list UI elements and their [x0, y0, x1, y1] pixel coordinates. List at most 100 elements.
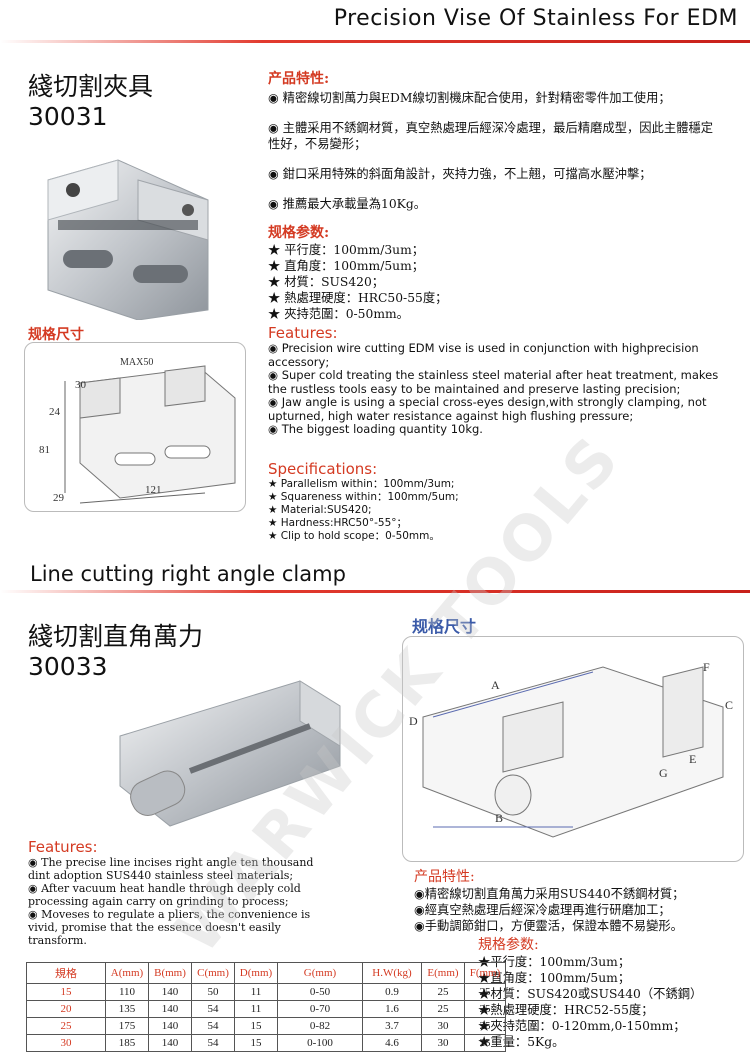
spec-en-2: ★ Squareness within：100mm/5um;: [268, 491, 459, 503]
p2-spec-cn-4: ★熱處理硬度：HRC52-55度；: [478, 1003, 654, 1017]
table-row: 30 185 140 54 15 0-100 4.6 30 25: [26, 1034, 506, 1052]
table-cell: 4.6: [362, 1034, 422, 1052]
spec-cn-1: ★ 平行度：100mm/3um；: [268, 243, 425, 257]
table-cell: 25: [464, 983, 506, 1001]
table-cell: 140: [148, 983, 192, 1001]
product2-specs-cn-heading: 規格参数:: [478, 937, 539, 953]
table-cell: 25: [26, 1017, 106, 1035]
page-title: Precision Vise Of Stainless For EDM: [333, 6, 738, 31]
feature-en-3: ◉ Jaw angle is using a special cross-eye…: [268, 395, 707, 423]
product1-specs-en: Specifications: ★ Parallelism within：100…: [268, 460, 668, 543]
table-cell: 140: [148, 1017, 192, 1035]
header-rule: [0, 40, 750, 43]
table-cell: 1.6: [362, 1000, 422, 1018]
table-cell: 54: [191, 1000, 235, 1018]
table-cell: 15: [26, 983, 106, 1001]
product2-photo: [110, 676, 350, 836]
table-cell: 15: [234, 1034, 278, 1052]
table-cell: 25: [421, 1000, 465, 1018]
feature-en-2: ◉ Super cold treating the stainless stee…: [268, 368, 719, 396]
product1-feature-cn-2: ◉ 主體采用不銹鋼材質，真空熱處理后經深冷處理，最后精磨成型，因此主體穩定性好，…: [268, 121, 714, 151]
table-cell: 175: [105, 1017, 149, 1035]
p2-feature-en-3: ◉ Moveses to regulate a pliers, the conv…: [28, 908, 311, 947]
spec-cn-4: ★ 熱處理硬度：HRC50-55度；: [268, 291, 448, 305]
product1-code: 30031: [28, 102, 108, 131]
table-header: H.W(kg): [362, 962, 422, 984]
product1-features-cn: 产品特性: ◉ 精密線切割萬力與EDM線切割機床配合使用，針對精密零件加工使用；…: [268, 68, 738, 212]
page-header: Precision Vise Of Stainless For EDM: [0, 0, 750, 46]
p2-spec-cn-1: ★平行度：100mm/3um；: [478, 955, 631, 969]
table-header: C(mm): [191, 962, 235, 984]
dim-label-c: C: [725, 698, 733, 712]
product2-features-cn: 产品特性: ◉精密線切割直角萬力采用SUS440不銹鋼材質； ◉經真空熱處理后經…: [414, 866, 744, 934]
table-header: G(mm): [277, 962, 363, 984]
product1-photo: [38, 140, 218, 321]
dim-label-d: D: [409, 714, 418, 728]
table-header: D(mm): [234, 962, 278, 984]
p2-spec-cn-6: ★重量：5Kg。: [478, 1035, 565, 1049]
spec-en-4: ★ Hardness:HRC50°-55°；: [268, 517, 407, 529]
p2-feature-cn-1: ◉精密線切割直角萬力采用SUS440不銹鋼材質；: [414, 887, 685, 901]
section2-title: Line cutting right angle clamp: [30, 562, 346, 586]
section2-rule: [0, 590, 750, 593]
table-cell: 11: [234, 983, 278, 1001]
product2-features-en: Features: ◉ The precise line incises rig…: [28, 838, 338, 947]
product1-feature-cn-1: ◉ 精密線切割萬力與EDM線切割機床配合使用，針對精密零件加工使用；: [268, 91, 671, 105]
table-cell: 25: [464, 1017, 506, 1035]
table-cell: 0-70: [277, 1000, 363, 1018]
table-cell: 3.7: [362, 1017, 422, 1035]
p2-spec-cn-5: ★夾持范圍：0-120mm,0-150mm；: [478, 1019, 686, 1033]
product1-features-en: Features: ◉ Precision wire cutting EDM v…: [268, 324, 728, 437]
spec-en-5: ★ Clip to hold scope：0-50mm。: [268, 530, 440, 542]
dim-30: 30: [75, 379, 87, 391]
spec-en-1: ★ Parallelism within：100mm/3um;: [268, 478, 455, 490]
product2-name: 綫切割直角萬力: [28, 622, 204, 651]
dim-81: 81: [39, 444, 50, 456]
p2-spec-cn-3: ★材質：SUS420或SUS440（不銹鋼）: [478, 987, 703, 1001]
table-cell: 54: [191, 1034, 235, 1052]
spec-cn-2: ★ 直角度：100mm/5um；: [268, 259, 425, 273]
p2-feature-en-2: ◉ After vacuum heat handle through deepl…: [28, 882, 301, 908]
table-header: 規格: [26, 962, 106, 984]
p2-feature-cn-3: ◉手動調節鉗口，方便靈活，保證本體不易變形。: [414, 919, 683, 933]
product2-title: 綫切割直角萬力 30033: [28, 622, 203, 682]
table-cell: 0-50: [277, 983, 363, 1001]
table-cell: 185: [105, 1034, 149, 1052]
p2-spec-cn-2: ★直角度：100mm/5um；: [478, 971, 631, 985]
product2-code: 30033: [28, 652, 108, 681]
dim-121: 121: [145, 484, 162, 496]
dim-label-a: A: [491, 678, 500, 692]
p2-feature-cn-2: ◉經真空熱處理后經深冷處理再進行研磨加工；: [414, 903, 671, 917]
product1-features-cn-heading: 产品特性:: [268, 71, 330, 87]
table-header: B(mm): [148, 962, 192, 984]
product1-specs-cn-heading: 规格参数:: [268, 225, 330, 241]
table-row: 15 110 140 50 11 0-50 0.9 25 25: [26, 983, 506, 1001]
table-cell: 140: [148, 1034, 192, 1052]
product2-features-en-heading: Features:: [28, 838, 98, 856]
feature-en-1: ◉ Precision wire cutting EDM vise is use…: [268, 341, 699, 369]
table-cell: 135: [105, 1000, 149, 1018]
table-row: 20 135 140 54 11 0-70 1.6 25 25: [26, 1000, 506, 1018]
table-header: E(mm): [421, 962, 465, 984]
product1-name: 綫切割夾具: [28, 72, 154, 101]
dim-24: 24: [49, 406, 61, 418]
table-header-row: 規格 A(mm) B(mm) C(mm) D(mm) G(mm) H.W(kg)…: [26, 962, 506, 984]
table-cell: 0-82: [277, 1017, 363, 1035]
table-cell: 0.9: [362, 983, 422, 1001]
product1-features-en-heading: Features:: [268, 324, 338, 342]
table-cell: 25: [421, 983, 465, 1001]
product1-feature-cn-3: ◉ 鉗口采用特殊的斜面角設計，夾持力強，不上翹，可擋高水壓沖擊；: [268, 167, 652, 181]
product1-feature-cn-4: ◉ 推薦最大承載量為10Kg。: [268, 197, 427, 211]
table-cell: 15: [234, 1017, 278, 1035]
feature-en-4: ◉ The biggest loading quantity 10kg.: [268, 422, 483, 436]
table-cell: 25: [464, 1034, 506, 1052]
table-cell: 140: [148, 1000, 192, 1018]
table-header: F(mm): [464, 962, 506, 984]
dim-label-b: B: [495, 811, 503, 825]
table-cell: 20: [26, 1000, 106, 1018]
dim-label-g: G: [659, 766, 668, 780]
p2-feature-en-1: ◉ The precise line incises right angle t…: [28, 856, 314, 882]
product2-specs-cn: 規格参数: ★平行度：100mm/3um； ★直角度：100mm/5um； ★材…: [478, 934, 748, 1050]
table-cell: 110: [105, 983, 149, 1001]
product1-specs-en-heading: Specifications:: [268, 460, 378, 478]
